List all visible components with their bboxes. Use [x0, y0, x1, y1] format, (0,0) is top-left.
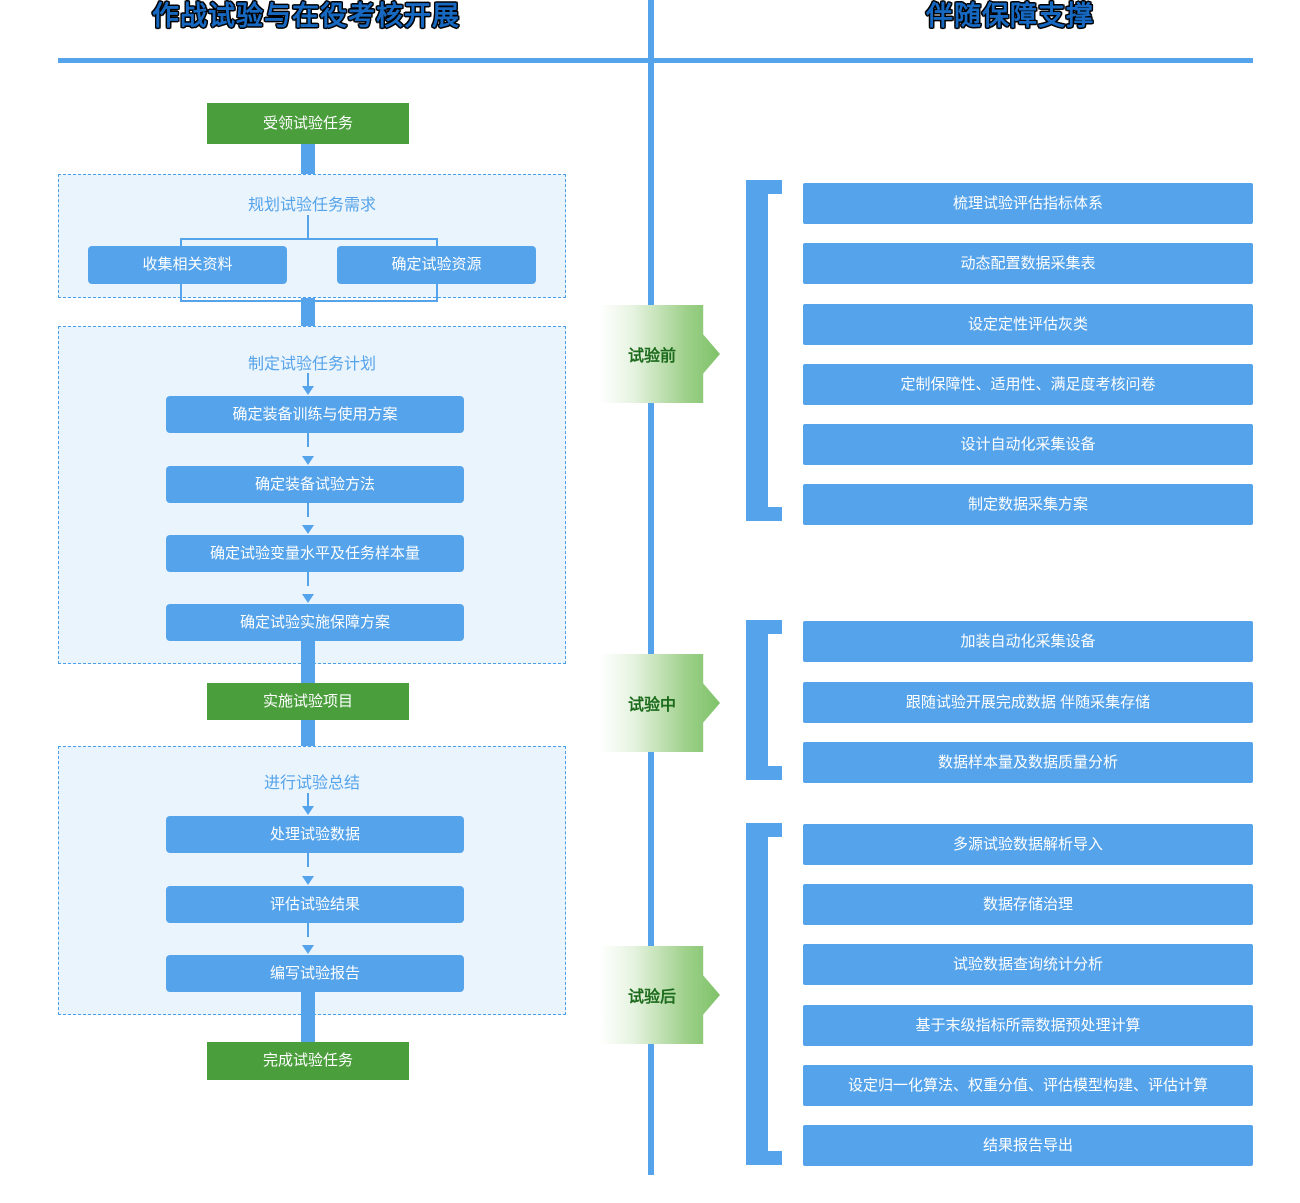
group3-arrow2-head [302, 945, 314, 954]
phase-banner-after[interactable]: 试验后 [600, 946, 720, 1044]
connector-mid-to-group3 [301, 720, 315, 751]
group3-arrow0-head [302, 806, 314, 815]
node-variable-levels-sample[interactable]: 确定试验变量水平及任务样本量 [166, 535, 464, 572]
bracket-after [746, 823, 782, 1165]
group2-arrow3-line [307, 572, 309, 586]
group2-arrow0-line [307, 373, 309, 387]
item-preprocess-compute[interactable]: 基于末级指标所需数据预处理计算 [803, 1005, 1253, 1046]
bracket-before-tab-bot [768, 507, 782, 521]
group1-branch-left-line [180, 238, 182, 250]
group2-arrow3-head [302, 594, 314, 603]
connector-group1-to-group2 [301, 298, 315, 326]
item-install-auto-device[interactable]: 加装自动化采集设备 [803, 621, 1253, 662]
column-divider-line [648, 0, 654, 1175]
node-implement-test[interactable]: 实施试验项目 [207, 683, 409, 720]
bracket-before [746, 180, 782, 521]
item-query-statistics[interactable]: 试验数据查询统计分析 [803, 944, 1253, 985]
group2-arrow2-head [302, 525, 314, 534]
connector-group2-to-mid [301, 641, 315, 683]
node-collect-materials[interactable]: 收集相关资料 [88, 246, 287, 284]
bracket-before-tab-top [768, 180, 782, 194]
phase-label-during: 试验中 [627, 697, 676, 714]
item-sample-quality[interactable]: 数据样本量及数据质量分析 [803, 742, 1253, 783]
group3-arrow1-head [302, 876, 314, 885]
bracket-before-spine [746, 180, 768, 521]
group3-arrow2-line [307, 923, 309, 937]
phase-label-after: 试验后 [627, 989, 676, 1006]
item-accompanying-storage[interactable]: 跟随试验开展完成数据 伴随采集存储 [803, 682, 1253, 723]
phase-banner-before[interactable]: 试验前 [600, 305, 720, 403]
group3-arrow0-line [307, 793, 309, 807]
group2-arrow0-head [302, 386, 314, 395]
item-design-auto-device[interactable]: 设计自动化采集设备 [803, 424, 1253, 465]
node-finish-test[interactable]: 完成试验任务 [207, 1042, 409, 1080]
phase-label-before: 试验前 [627, 348, 676, 365]
bracket-during-tab-bot [768, 766, 782, 780]
bracket-after-tab-top [768, 823, 782, 837]
node-implementation-support[interactable]: 确定试验实施保障方案 [166, 604, 464, 641]
bracket-after-spine [746, 823, 768, 1165]
item-index-system[interactable]: 梳理试验评估指标体系 [803, 183, 1253, 224]
group1-merge-right-line [436, 284, 438, 302]
bracket-during-spine [746, 620, 768, 780]
group3-arrow1-line [307, 853, 309, 867]
phase-banner-during[interactable]: 试验中 [600, 654, 720, 752]
node-evaluate-results[interactable]: 评估试验结果 [166, 886, 464, 923]
item-normalize-weights[interactable]: 设定归一化算法、权重分值、评估模型构建、评估计算 [803, 1065, 1253, 1106]
bracket-during-tab-top [768, 620, 782, 634]
item-qualitative-grey[interactable]: 设定定性评估灰类 [803, 304, 1253, 345]
item-storage-governance[interactable]: 数据存储治理 [803, 884, 1253, 925]
group1-title: 规划试验任务需求 [247, 197, 376, 214]
group2-arrow1-line [307, 433, 309, 447]
group2-arrow2-line [307, 503, 309, 517]
connector-group3-to-end [301, 992, 315, 1042]
header-divider-line [58, 58, 1253, 63]
item-collection-plan[interactable]: 制定数据采集方案 [803, 484, 1253, 525]
item-custom-questionnaire[interactable]: 定制保障性、适用性、满足度考核问卷 [803, 364, 1253, 405]
bracket-after-tab-bot [768, 1151, 782, 1165]
item-dynamic-collection[interactable]: 动态配置数据采集表 [803, 243, 1253, 284]
node-equipment-training-plan[interactable]: 确定装备训练与使用方案 [166, 396, 464, 433]
left-column-title: 作战试验与在役考核开展 [152, 1, 460, 31]
node-equipment-test-method[interactable]: 确定装备试验方法 [166, 466, 464, 503]
item-multisource-import[interactable]: 多源试验数据解析导入 [803, 824, 1253, 865]
item-export-report[interactable]: 结果报告导出 [803, 1125, 1253, 1166]
connector-start-to-group1 [301, 144, 315, 174]
group1-branch-right-line [436, 238, 438, 250]
bracket-during [746, 620, 782, 780]
node-process-data[interactable]: 处理试验数据 [166, 816, 464, 853]
group1-merge-left-line [180, 284, 182, 302]
node-start[interactable]: 受领试验任务 [207, 103, 409, 144]
node-confirm-resources[interactable]: 确定试验资源 [337, 246, 536, 284]
right-column-title: 伴随保障支撑 [926, 1, 1094, 31]
group2-title: 制定试验任务计划 [247, 356, 376, 373]
group1-split-bar [180, 238, 437, 240]
group3-title: 进行试验总结 [263, 775, 360, 792]
node-write-report[interactable]: 编写试验报告 [166, 955, 464, 992]
group2-arrow1-head [302, 456, 314, 465]
group1-split-stem [307, 215, 309, 239]
